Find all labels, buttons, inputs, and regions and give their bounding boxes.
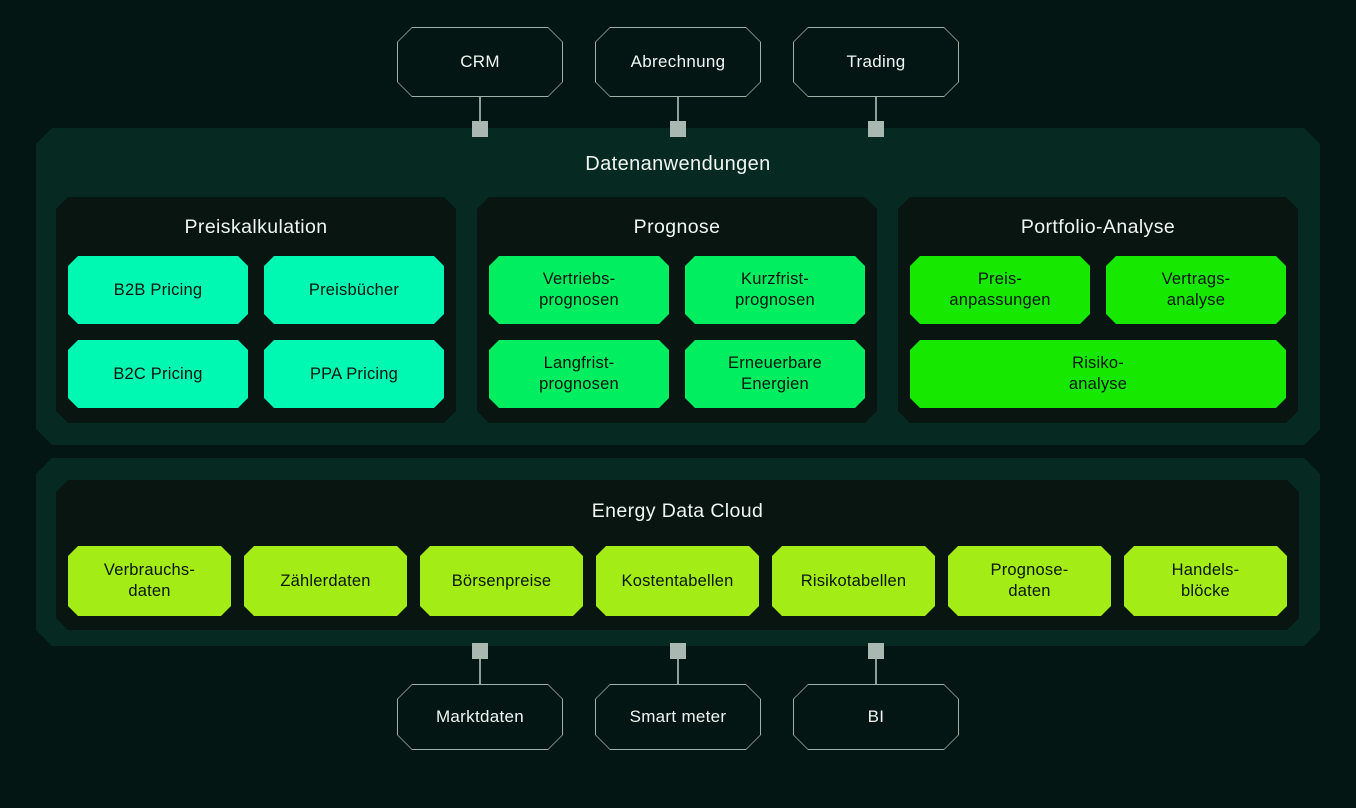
connector-line-trading — [875, 97, 877, 123]
system-box-trading-surface — [794, 28, 958, 96]
connector-line-bi — [875, 657, 877, 684]
chip-risikotabellen: Risikotabellen — [772, 546, 935, 616]
energy-data-cloud-panel: Energy Data Cloud Verbrauchs- daten Zähl… — [56, 480, 1299, 630]
system-box-trading-label: Trading — [846, 52, 906, 71]
system-box-abrechnung-surface — [596, 28, 760, 96]
connector-line-marktdaten — [479, 657, 481, 684]
system-box-abrechnung-label: Abrechnung — [630, 52, 726, 71]
group-chips-portfolio-analyse: Preis- anpassungen Vertrags- analyse Ris… — [910, 256, 1286, 408]
chip-boersenpreise: Börsenpreise — [420, 546, 583, 616]
connector-node-smart-meter — [670, 643, 686, 659]
system-box-marktdaten-label: Marktdaten — [435, 707, 525, 726]
energy-data-cloud-container: Energy Data Cloud Verbrauchs- daten Zähl… — [36, 458, 1320, 646]
system-box-crm: CRM — [397, 27, 563, 97]
system-box-bi-surface — [794, 685, 958, 749]
connector-node-bi — [868, 643, 884, 659]
energy-data-cloud-chips: Verbrauchs- daten Zählerdaten Börsenprei… — [68, 546, 1287, 616]
data-applications-title: Datenanwendungen — [585, 153, 771, 175]
group-chips-prognose: Vertriebs- prognosen Kurzfrist- prognose… — [489, 256, 865, 408]
chip-ppa-pricing: PPA Pricing — [264, 340, 444, 408]
connector-line-abrechnung — [677, 97, 679, 123]
group-chips-preiskalkulation: B2B Pricing Preisbücher B2C Pricing PPA … — [68, 256, 444, 408]
system-box-abrechnung: Abrechnung — [595, 27, 761, 97]
chip-preisbuecher: Preisbücher — [264, 256, 444, 324]
system-box-marktdaten: Marktdaten — [397, 684, 563, 750]
chip-erneuerbare-energien: Erneuerbare Energien — [685, 340, 865, 408]
system-box-marktdaten-surface — [398, 685, 562, 749]
chip-vertragsanalyse: Vertrags- analyse — [1106, 256, 1286, 324]
chip-zaehlerdaten: Zählerdaten — [244, 546, 407, 616]
system-box-smart-meter-surface — [596, 685, 760, 749]
chip-vertriebsprognosen: Vertriebs- prognosen — [489, 256, 669, 324]
chip-handelsbloecke: Handels- blöcke — [1124, 546, 1287, 616]
chip-langfristprognosen: Langfrist- prognosen — [489, 340, 669, 408]
connector-node-crm — [472, 121, 488, 137]
group-title-prognose: Prognose — [633, 216, 721, 238]
chip-prognosedaten: Prognose- daten — [948, 546, 1111, 616]
group-panel-prognose: Prognose Vertriebs- prognosen Kurzfrist-… — [477, 197, 877, 423]
data-applications-container: Datenanwendungen Preiskalkulation B2B Pr… — [36, 128, 1320, 445]
connector-line-crm — [479, 97, 481, 123]
system-box-crm-label: CRM — [460, 52, 500, 71]
group-title-portfolio-analyse: Portfolio-Analyse — [1020, 216, 1176, 238]
system-box-bi: BI — [793, 684, 959, 750]
chip-verbrauchsdaten: Verbrauchs- daten — [68, 546, 231, 616]
connector-line-smart-meter — [677, 657, 679, 684]
connector-node-abrechnung — [670, 121, 686, 137]
system-box-smart-meter-label: Smart meter — [629, 707, 727, 726]
connector-node-marktdaten — [472, 643, 488, 659]
energy-data-cloud-title: Energy Data Cloud — [591, 500, 764, 522]
chip-risikoanalyse: Risiko- analyse — [910, 340, 1286, 408]
chip-kostentabellen: Kostentabellen — [596, 546, 759, 616]
system-box-bi-label: BI — [867, 707, 885, 726]
system-box-smart-meter: Smart meter — [595, 684, 761, 750]
chip-preisanpassungen: Preis- anpassungen — [910, 256, 1090, 324]
chip-b2b-pricing: B2B Pricing — [68, 256, 248, 324]
chip-b2c-pricing: B2C Pricing — [68, 340, 248, 408]
system-box-crm-surface — [398, 28, 562, 96]
data-applications-groups: Preiskalkulation B2B Pricing Preisbücher… — [56, 197, 1298, 423]
group-panel-portfolio-analyse: Portfolio-Analyse Preis- anpassungen Ver… — [898, 197, 1298, 423]
group-title-preiskalkulation: Preiskalkulation — [184, 216, 328, 238]
group-panel-preiskalkulation: Preiskalkulation B2B Pricing Preisbücher… — [56, 197, 456, 423]
chip-kurzfristprognosen: Kurzfrist- prognosen — [685, 256, 865, 324]
connector-node-trading — [868, 121, 884, 137]
system-box-trading: Trading — [793, 27, 959, 97]
